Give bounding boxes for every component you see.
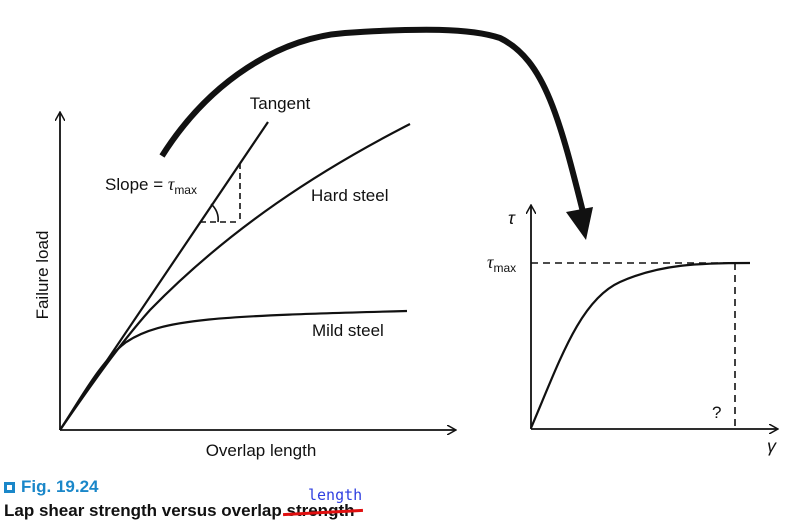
tau-axis-label: τ [508,208,516,228]
gamma-axis-label: γ [767,436,777,456]
mild-steel-label: Mild steel [312,321,384,340]
slope-angle-arc [210,203,219,223]
tau-max-label: τmax [487,252,516,275]
lap-shear-diagram: Failure load Overlap length Tangent Slop… [33,26,792,460]
question-mark: ? [712,403,721,422]
mild-steel-curve [59,309,408,431]
tangent-line [59,121,269,431]
hard-steel-label: Hard steel [311,186,388,205]
figure-marker-icon [4,481,15,493]
tangent-label: Tangent [250,94,311,113]
handwritten-correction: length [308,486,363,504]
stress-strain-curve [529,261,751,429]
hard-steel-curve [59,123,411,431]
caption-title: Lap shear strength versus overlap [4,501,287,520]
y-axis-label: Failure load [33,231,52,320]
slope-label: Slope = τmax [105,174,197,197]
link-arrow-head [566,207,593,240]
struck-word-wrapper: strength [282,501,363,521]
x-axis-label: Overlap length [206,441,317,460]
link-arrow [159,26,588,221]
figure-number-text: Fig. 19.24 [21,477,99,496]
figure-number: Fig. 19.24 [4,477,98,497]
figure-caption: Lap shear strength versus overlap streng… [4,501,363,521]
